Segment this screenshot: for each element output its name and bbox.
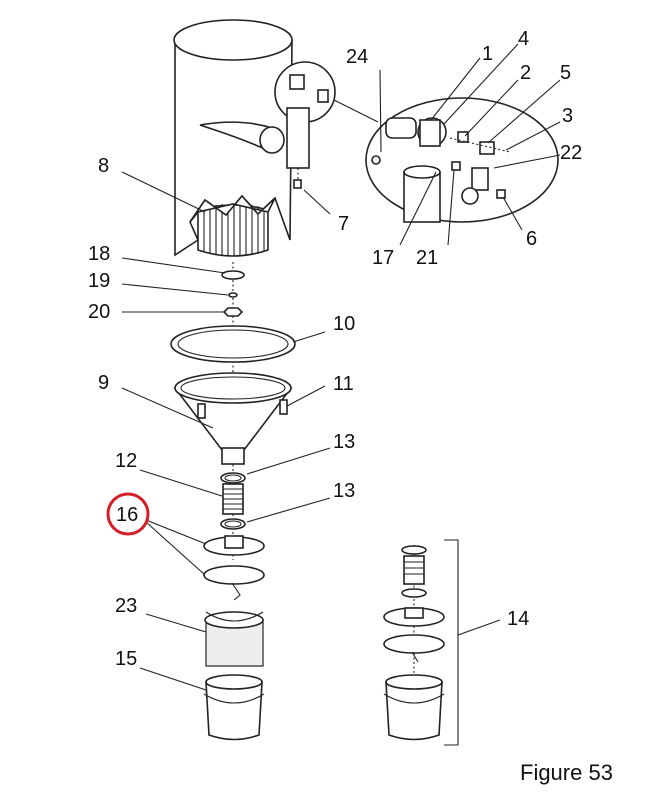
callout-10: 10	[333, 313, 355, 335]
pail-liner-23	[204, 611, 264, 667]
callout-17: 17	[372, 247, 394, 269]
hose-clamp-13-lower	[220, 518, 246, 530]
callout-14: 14	[507, 608, 529, 630]
callout-9: 9	[98, 372, 109, 394]
washer-19	[228, 292, 238, 298]
valve-detail-view	[365, 97, 559, 223]
hopper-cone-9	[173, 372, 293, 465]
callout-22: 22	[560, 142, 582, 164]
nut-20	[222, 307, 244, 317]
callout-12: 12	[115, 450, 137, 472]
pulse-valve-small	[274, 61, 336, 190]
callout-3: 3	[562, 105, 573, 127]
callout-4: 4	[518, 28, 529, 50]
ring-10	[170, 325, 296, 363]
figure-caption: Figure 53	[520, 760, 613, 785]
callout-5: 5	[560, 62, 571, 84]
detail-leader	[333, 99, 379, 123]
callout-8: 8	[98, 155, 109, 177]
callout-18: 18	[88, 243, 110, 265]
callout-16: 16	[116, 504, 138, 526]
pail-band-16	[203, 565, 265, 601]
callout-20: 20	[88, 301, 110, 323]
callout-15: 15	[115, 648, 137, 670]
callout-24: 24	[346, 46, 368, 68]
flex-hose-12	[222, 483, 244, 515]
assembly-14	[383, 539, 501, 746]
callout-labels: 1 2 3 4 5 6 7 8 9 10 11 12 13 13 14 15 1…	[88, 28, 582, 670]
callout-19: 19	[88, 270, 110, 292]
clamp-11-right	[279, 399, 288, 415]
callout-2: 2	[520, 62, 531, 84]
leader-lines	[121, 43, 561, 691]
callout-23: 23	[115, 595, 137, 617]
callout-7: 7	[338, 213, 349, 235]
pail-15	[203, 674, 265, 741]
gasket-18	[221, 270, 245, 280]
callout-21: 21	[416, 247, 438, 269]
callout-1: 1	[482, 43, 493, 65]
hose-clamp-13-upper	[220, 472, 246, 484]
callout-13-upper: 13	[333, 431, 355, 453]
filter-cartridge	[189, 194, 276, 257]
callout-13-lower: 13	[333, 480, 355, 502]
highlight-ring	[106, 492, 150, 536]
clamp-11-left	[197, 403, 206, 419]
pail-lid-16	[203, 535, 265, 556]
cyclone-housing	[173, 19, 293, 257]
callout-11: 11	[333, 373, 354, 395]
callout-6: 6	[526, 228, 537, 250]
